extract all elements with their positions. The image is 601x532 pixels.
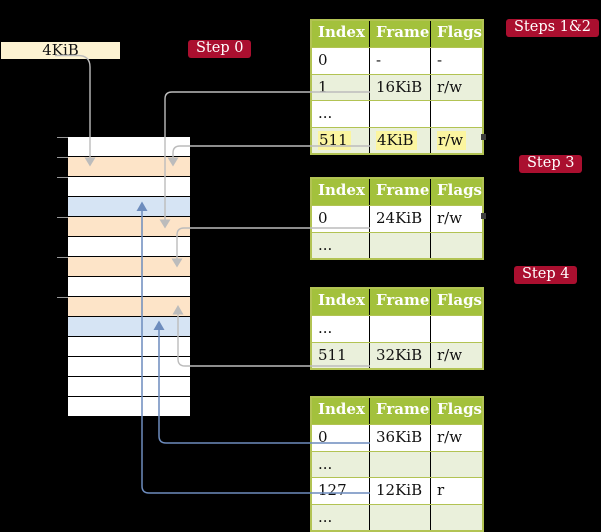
table-cell: ... — [318, 507, 333, 526]
table-cell: - — [369, 48, 430, 74]
memory-row-white — [68, 357, 190, 376]
memory-row-white — [68, 237, 190, 256]
highlighted-entry: r/w — [437, 130, 467, 150]
table-row: ... — [312, 100, 482, 127]
table-cell — [430, 232, 482, 258]
table-header-cell: Flags — [430, 398, 482, 424]
table-row: ... — [312, 315, 482, 342]
steps-1-2-label: Steps 1&2 — [506, 19, 600, 37]
memory-row-white — [68, 277, 190, 296]
memory-row-white — [68, 377, 190, 396]
highlighted-entry: 511 — [318, 130, 351, 150]
table-cell — [369, 451, 430, 477]
table-cell: r/w — [430, 206, 482, 232]
memory-row-orange — [68, 297, 190, 316]
table-cell: 511 — [318, 345, 347, 364]
memory-row-blue — [68, 317, 190, 336]
table-cell: r/w — [430, 127, 482, 153]
row-marker-dash — [481, 213, 486, 219]
table-cell — [369, 316, 430, 342]
memory-tick — [57, 136, 68, 138]
memory-row-white — [68, 397, 190, 416]
table-header-cell: Index — [318, 181, 365, 199]
table-row: ... — [312, 231, 482, 258]
table-cell: 511 — [312, 128, 369, 154]
table-cell — [369, 232, 430, 258]
table-cell: r/w — [430, 425, 482, 451]
step-3-label: Step 3 — [519, 155, 583, 173]
table-row: ... — [312, 503, 482, 530]
memory-tick — [57, 296, 68, 298]
table-header-cell: Frame — [369, 179, 430, 205]
table-cell: 32KiB — [369, 342, 430, 368]
memory-tick — [57, 216, 68, 218]
highlighted-entry: 4KiB — [376, 130, 417, 150]
table-cell: 4KiB — [369, 127, 430, 153]
table-cell: 127 — [318, 481, 347, 499]
table-cell — [430, 101, 482, 127]
table-cell — [369, 504, 430, 530]
table-cell — [430, 504, 482, 530]
memory-tick — [57, 176, 68, 178]
table-cell: - — [430, 48, 482, 74]
table-cell — [430, 451, 482, 477]
memory-row-orange — [68, 257, 190, 276]
memory-tick — [57, 256, 68, 258]
table-cell: 12KiB — [369, 478, 430, 504]
table-cell: 36KiB — [369, 425, 430, 451]
table-cell: ... — [318, 104, 333, 122]
memory-row-white — [68, 137, 190, 156]
table-cell — [430, 316, 482, 342]
memory-row-orange — [68, 157, 190, 176]
table-header-cell: Frame — [369, 398, 430, 424]
table-cell: 16KiB — [369, 74, 430, 100]
root-frame-label: 4KiB — [42, 41, 79, 59]
table-cell: ... — [318, 235, 333, 254]
table-cell — [369, 101, 430, 127]
table-header-cell: Flags — [430, 179, 482, 205]
table-cell: r/w — [430, 342, 482, 368]
table-cell: 24KiB — [369, 206, 430, 232]
row-marker-dash — [481, 134, 486, 140]
table-header-cell: Frame — [369, 289, 430, 315]
table-row: ... — [312, 450, 482, 477]
table-row: 0 -- — [312, 47, 482, 74]
table-header-cell: Index — [318, 23, 365, 41]
table-header-cell: Index — [318, 291, 365, 309]
table-cell: 1 — [318, 77, 328, 96]
memory-row-blue — [68, 197, 190, 216]
step-0-label: Step 0 — [188, 40, 252, 58]
table-header-cell: Index — [318, 400, 365, 418]
memory-row-white — [68, 337, 190, 356]
table-row: 511 4KiB r/w — [312, 126, 482, 154]
memory-tick — [57, 156, 68, 158]
memory-row-orange — [68, 217, 190, 236]
table-cell: r — [430, 478, 482, 504]
table-cell: ... — [318, 454, 333, 473]
table-header-cell: Flags — [430, 21, 482, 47]
table-cell: ... — [318, 319, 333, 337]
table-cell: 0 — [318, 209, 328, 227]
step-4-label: Step 4 — [514, 266, 578, 284]
table-header-cell: Frame — [369, 21, 430, 47]
root-frame-box: 4KiB — [1, 42, 120, 59]
table-cell: r/w — [430, 74, 482, 100]
memory-row-white — [68, 177, 190, 196]
table-cell: 0 — [318, 51, 328, 69]
table-cell: 0 — [318, 428, 328, 446]
table-header-cell: Flags — [430, 289, 482, 315]
